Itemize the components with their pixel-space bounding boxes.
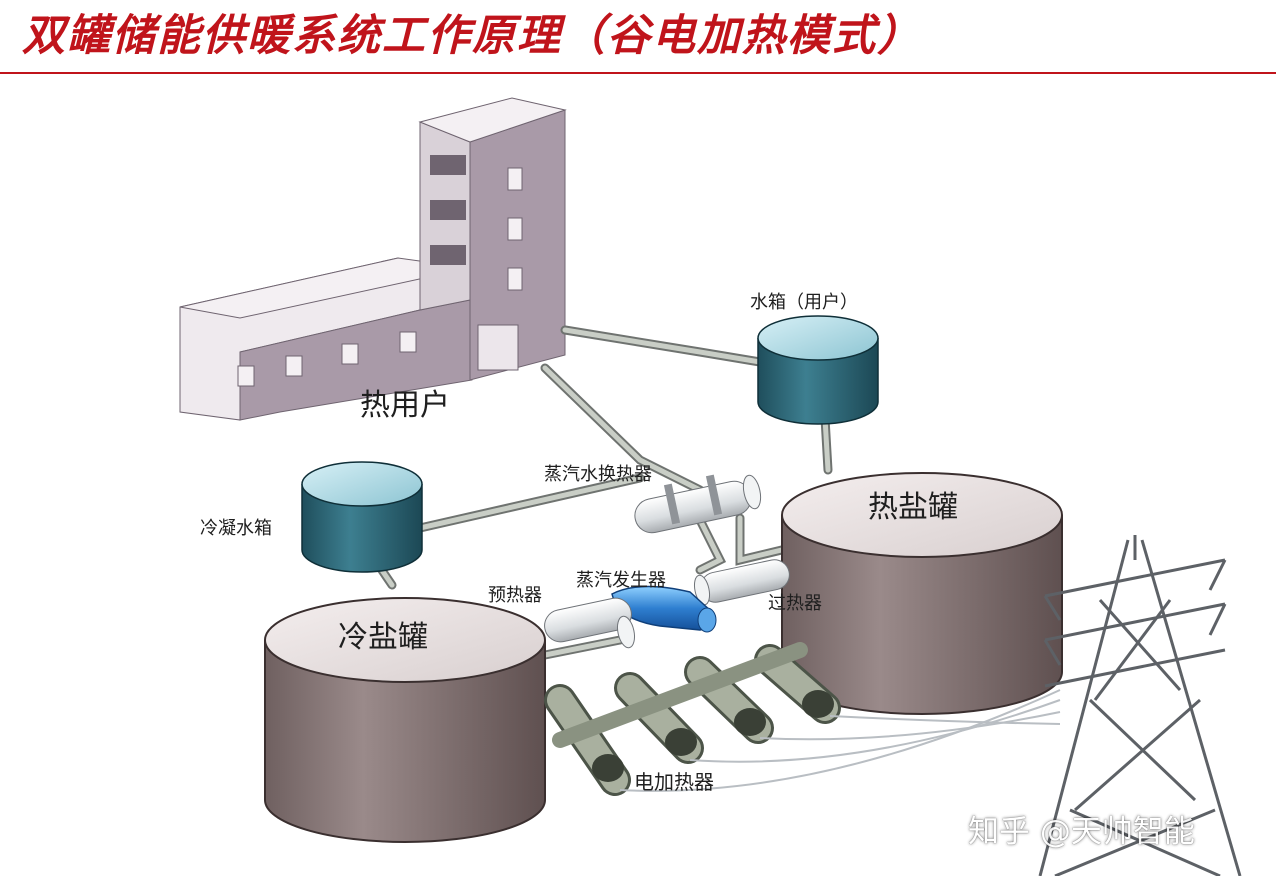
preheater [544, 597, 636, 649]
label-water-tank-user: 水箱（用户） [750, 292, 858, 313]
condensate-tank [301, 461, 423, 573]
power-pylon [1038, 535, 1242, 876]
label-electric-heater: 电加热器 [634, 770, 714, 794]
electric-heaters [544, 642, 841, 796]
hot-salt-tank [781, 472, 1063, 715]
label-cold-salt-tank: 冷盐罐 [338, 620, 428, 655]
electric-heater-unit [614, 672, 704, 764]
steam-generator [611, 585, 717, 633]
label-hot-salt-tank: 热盐罐 [868, 490, 958, 525]
title-divider [0, 72, 1276, 74]
label-steam-water-exchanger: 蒸汽水换热器 [544, 464, 652, 485]
label-preheater: 预热器 [488, 585, 542, 606]
electric-heater-unit [754, 644, 841, 724]
heater-manifold [552, 642, 808, 748]
page-title: 双罐储能供暖系统工作原理（谷电加热模式） [22, 11, 922, 61]
title-bar: 双罐储能供暖系统工作原理（谷电加热模式） [0, 0, 1276, 74]
system-diagram [179, 97, 1242, 876]
cold-salt-tank [264, 597, 546, 843]
heat-user-building [179, 97, 567, 421]
superheater [693, 559, 790, 606]
label-heat-user: 热用户 [360, 388, 450, 423]
steam-water-heat-exchanger [634, 474, 762, 534]
label-condensate-tank: 冷凝水箱 [200, 518, 272, 539]
label-steam-generator: 蒸汽发生器 [576, 570, 666, 591]
watermark: 知乎 @天帅智能 [968, 814, 1195, 850]
power-cables [619, 689, 1061, 792]
water-tank-user [757, 315, 879, 425]
pipe-network [370, 325, 833, 660]
label-superheater: 过热器 [768, 593, 822, 614]
electric-heater-unit [544, 684, 631, 796]
